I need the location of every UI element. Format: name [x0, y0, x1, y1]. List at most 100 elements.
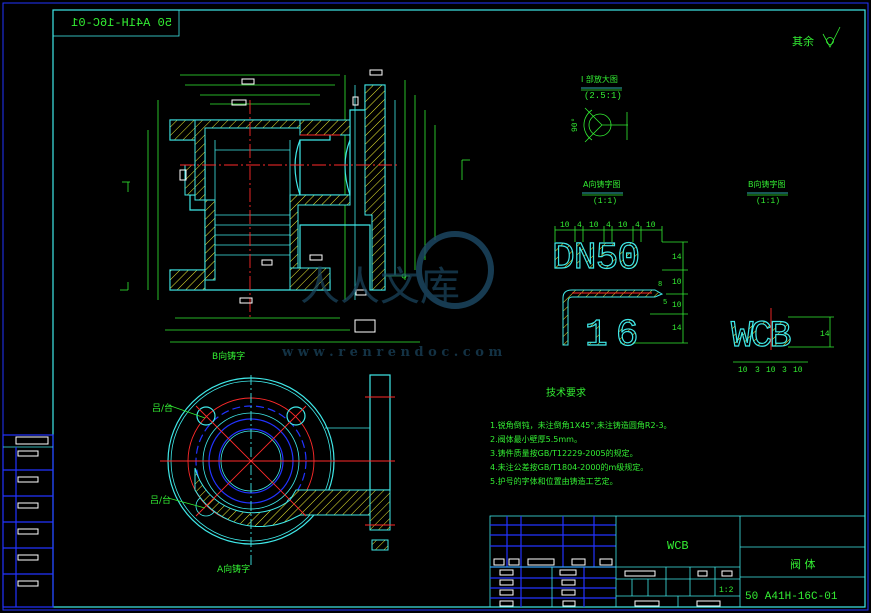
- watermark: 人人文库 w w w . r e n r e n d o c . c o m: [281, 231, 502, 360]
- drawing-label: 10: [618, 221, 628, 230]
- side-revision-table: [2, 434, 54, 608]
- drawing-stroke: [355, 289, 367, 296]
- drawing-stroke: [489, 515, 866, 608]
- drawing-label: 90°: [571, 118, 580, 132]
- drawing-stroke: [294, 139, 301, 196]
- drawing-label: B向铸字图: [748, 179, 786, 189]
- drawing-stroke: [562, 600, 576, 607]
- drawing-stroke: [490, 516, 865, 607]
- detail-view-i: I 部放大图 (2.5:1) 90°: [571, 74, 628, 143]
- drawing-number-field: 50 A41H-16C-01: [745, 591, 838, 603]
- drawing-label: 4: [635, 221, 640, 230]
- drawing-label: 10: [560, 221, 570, 230]
- drawing-label: 其余: [792, 34, 814, 48]
- drawing-label: 10: [646, 221, 656, 230]
- bottom-view: B向铸字 A向铸字 吕/台 吕/台: [150, 350, 395, 575]
- drawing-stroke: [599, 558, 613, 566]
- drawing-stroke: [499, 579, 514, 586]
- drawing-stroke: [179, 69, 383, 333]
- drawing-stroke: [721, 570, 733, 577]
- drawing-stroke: [261, 259, 273, 266]
- drawing-stroke: [167, 404, 206, 419]
- drawing-stroke: [289, 267, 331, 291]
- drawing-stroke: [204, 199, 216, 281]
- drawing-stroke: [299, 119, 351, 136]
- drawing-stroke: [17, 476, 39, 483]
- drawing-stroke: [499, 589, 514, 596]
- b-casting-label: B向铸字: [212, 350, 245, 362]
- drawing-stroke: [508, 558, 520, 566]
- drawing-stroke: [195, 405, 307, 517]
- drawing-stroke: [179, 169, 187, 181]
- drawing-stroke: [559, 569, 577, 576]
- drawing-stroke: [2, 434, 54, 608]
- drawing-stroke: [733, 316, 834, 363]
- drawing-stroke: [401, 273, 407, 279]
- tech-req-item: 5.护号的字体和位置由铸造工艺定。: [490, 476, 618, 486]
- drawing-stroke: [52, 9, 180, 37]
- drawing-stroke: [822, 26, 841, 48]
- drawing-stroke: [180, 100, 400, 320]
- tech-req-item: 2.阀体最小壁厚5.5mm。: [490, 434, 582, 444]
- drawing-stroke: [167, 404, 206, 509]
- drawing-stroke: [571, 558, 586, 566]
- drawing-label: 人人文库: [300, 264, 460, 310]
- drawing-stroke: [15, 436, 49, 445]
- drawing-stroke: [584, 107, 603, 126]
- drawing-label: 10: [589, 221, 599, 230]
- drawing-label: 10: [672, 301, 682, 310]
- drawing-label: 10: [793, 366, 803, 375]
- roughness-symbol-icon: [822, 26, 841, 48]
- drawing-label: 4: [577, 221, 582, 230]
- dn50-lettering: DN50: [552, 237, 639, 280]
- drawing-stroke: [231, 99, 247, 106]
- drawing-label: I 部放大图: [581, 74, 618, 84]
- drawing-label: (1:1): [756, 197, 780, 206]
- drawing-stroke: [583, 109, 593, 141]
- drawing-label: 3: [755, 366, 760, 375]
- drawing-stroke: [17, 450, 39, 587]
- drawing-label: 14: [672, 253, 682, 262]
- drawing-label: (1:1): [593, 197, 617, 206]
- drawing-label: (2.5:1): [584, 91, 622, 101]
- mirrored-drawing-number: 50 A41H-16C-01: [71, 16, 172, 30]
- drawing-label: 10: [766, 366, 776, 375]
- drawing-stroke: [499, 569, 514, 576]
- tech-req-item: 1.锐角倒钝，未注倒角1X45°,未注铸造圆角R2-3。: [490, 420, 672, 430]
- drawing-stroke: [169, 119, 196, 141]
- drawing-stroke: [286, 406, 306, 426]
- drawing-stroke: [634, 600, 660, 607]
- drawing-stroke: [344, 139, 351, 196]
- drawing-label: w w w . r e n r e n d o c . c o m: [281, 345, 502, 360]
- tech-req-title: 技术要求: [546, 386, 586, 399]
- drawing-label: 10: [738, 366, 748, 375]
- drawing-stroke: [416, 231, 494, 309]
- drawing-stroke: [371, 539, 389, 551]
- inner-frame: [52, 9, 866, 608]
- pn16-lettering: 16: [585, 314, 647, 357]
- scale-field: 1:2: [719, 586, 734, 595]
- drawing-stroke: [194, 467, 389, 527]
- drawing-stroke: [369, 69, 383, 76]
- tech-req-item: 3.铸件质量按GB/T12229-2005的规定。: [490, 448, 638, 458]
- drawing-stroke: [696, 600, 721, 607]
- drawing-stroke: [17, 502, 39, 509]
- drawing-stroke: [369, 374, 391, 491]
- drawing-stroke: [169, 269, 206, 291]
- drawing-stroke: [241, 78, 255, 85]
- drawing-stroke: [697, 570, 708, 577]
- wcb-lettering: WCB: [731, 316, 790, 358]
- main-section-view: [120, 69, 470, 343]
- drawing-stroke: [239, 297, 253, 304]
- part-name-field: 阀 体: [790, 557, 816, 571]
- surface-finish-note: 其余: [792, 26, 841, 48]
- drawing-stroke: [554, 226, 688, 344]
- drawing-label: 吕/台: [152, 402, 173, 414]
- mirrored-title-box: 50 A41H-16C-01: [52, 9, 180, 37]
- drawing-stroke: [364, 84, 386, 291]
- drawing-stroke: [561, 589, 576, 596]
- drawing-stroke: [196, 406, 216, 426]
- drawing-label: 8: [658, 281, 662, 289]
- drawing-label: 3: [782, 366, 787, 375]
